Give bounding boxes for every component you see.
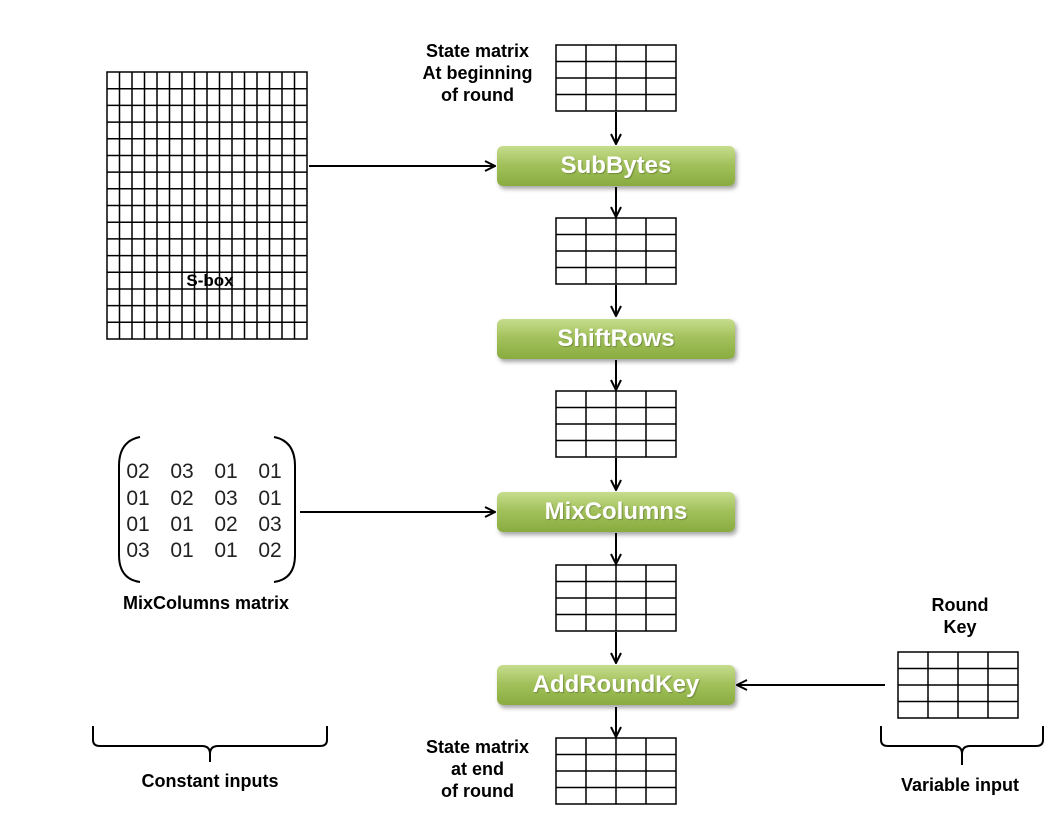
mixcolumns-row-2: 01 02 03 01 (116, 487, 292, 511)
sbox-grid (106, 71, 308, 340)
mixcolumns-row-3: 01 01 02 03 (116, 513, 292, 537)
mixcolumns-cell: 01 (126, 513, 150, 536)
mixcolumns-cell: 02 (170, 487, 194, 510)
state-matrix-end (555, 737, 677, 805)
sbox-label: S-box (186, 271, 234, 290)
mixcolumns-cell: 01 (170, 539, 194, 562)
mixcolumns-cell: 03 (214, 487, 238, 510)
mixcolumns-cell: 01 (214, 460, 238, 483)
variable-input-label: Variable input (900, 775, 1020, 795)
mixcolumns-cell: 03 (258, 513, 282, 536)
round-key-matrix (897, 651, 1019, 719)
mixcolumns-cell: 01 (214, 539, 238, 562)
mixcolumns-cell: 02 (214, 513, 238, 536)
mixcolumns-cell: 02 (258, 539, 282, 562)
variable-input-brace (880, 726, 1044, 765)
mixcolumns-row-1: 02 03 01 01 (116, 460, 292, 484)
mixcolumns-cell: 01 (258, 487, 282, 510)
mixcolumns-cell: 01 (170, 513, 194, 536)
state-matrix-after-subbytes (555, 217, 677, 285)
mixcolumns-step: MixColumns (497, 492, 735, 532)
round-key-label: Round Key (931, 595, 989, 637)
state-matrix-end-label: State matrix at end of round (425, 737, 530, 801)
mixcolumns-matrix-label: MixColumns matrix (122, 593, 290, 613)
mixcolumns-row-4: 03 01 01 02 (116, 539, 292, 563)
state-matrix-begin (555, 44, 677, 112)
mixcolumns-cell: 01 (126, 487, 150, 510)
shiftrows-step: ShiftRows (497, 319, 735, 359)
mixcolumns-cell: 02 (126, 460, 150, 483)
mixcolumns-cell: 03 (126, 539, 150, 562)
subbytes-step: SubBytes (497, 146, 735, 186)
constant-inputs-label: Constant inputs (141, 771, 279, 791)
state-matrix-after-mixcolumns (555, 564, 677, 632)
state-matrix-begin-label: State matrix At beginning of round (422, 41, 533, 105)
mixcolumns-matrix-brackets (118, 436, 296, 583)
addroundkey-step: AddRoundKey (497, 665, 735, 705)
state-matrix-after-shiftrows (555, 390, 677, 458)
mixcolumns-cell: 01 (258, 460, 282, 483)
mixcolumns-cell: 03 (170, 460, 194, 483)
constant-inputs-brace (92, 726, 328, 762)
